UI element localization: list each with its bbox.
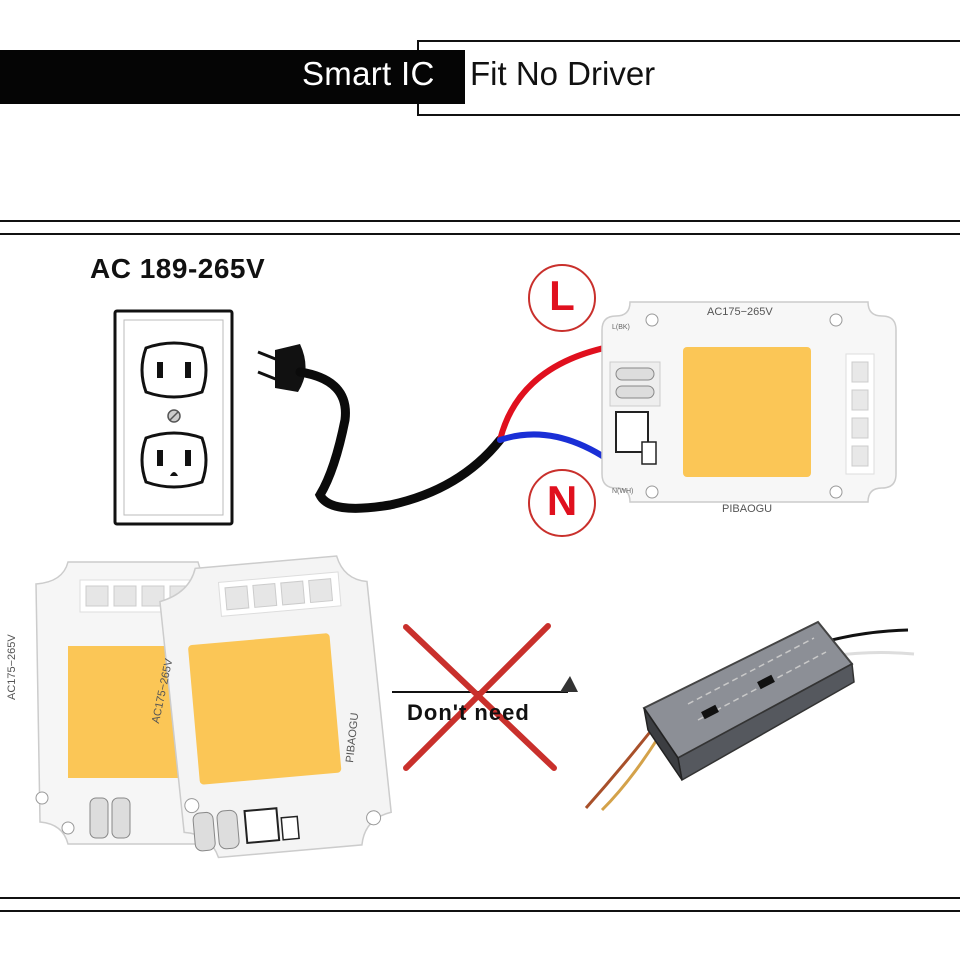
neutral-label-circle [528,469,596,537]
led-emitter-front [188,633,342,785]
header-banner-dark-end [417,50,465,104]
header-title-smart-ic: Smart IC [302,55,435,92]
plug-icon [275,344,306,392]
plug-prong [257,350,279,362]
chip-voltage-label: AC175−265V [707,306,773,318]
divider-top-inner [0,233,960,235]
chip-brand-label: PIBAOGU [722,503,773,515]
black-cord [295,367,505,513]
divider-top [0,220,960,222]
dont-need-label: Don't need [407,700,530,725]
live-pad-label: L(BK) [612,324,630,331]
wall-outlet-icon [113,309,234,526]
neutral-label: N [546,477,578,524]
cob-chip-front [159,555,392,859]
header-title-fit-no-driver: Fit No Driver [470,55,656,92]
live-label-circle [528,264,596,332]
header-banner-frame [417,40,960,116]
divider-bottom [0,897,960,899]
neutral-pad-label: N(WH) [612,488,634,495]
live-label: L [549,272,575,319]
voltage-label: AC 189-265V [90,253,266,284]
cob-chip-main [601,301,897,503]
led-emitter [683,347,811,477]
plug-prong [257,370,279,382]
divider-bottom-inner [0,910,960,912]
header-banner-dark [0,50,465,104]
cross-icon [403,623,551,771]
led-driver-icon [584,620,915,812]
